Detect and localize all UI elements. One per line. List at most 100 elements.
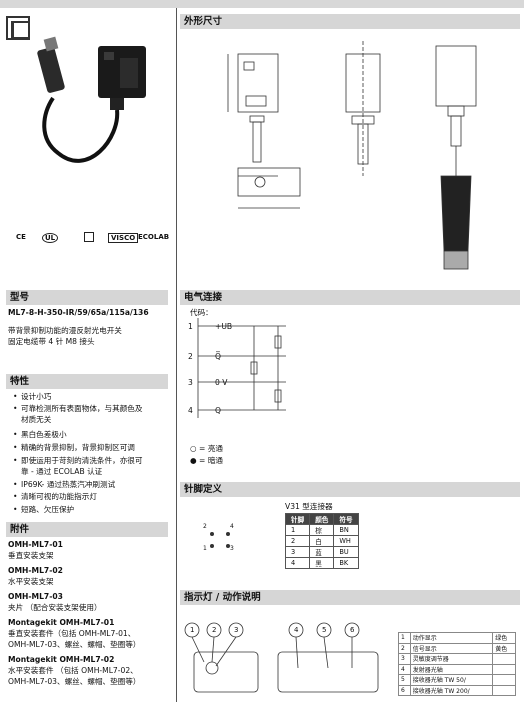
table-cell: 绿色	[492, 632, 516, 644]
table-cell: WH	[333, 535, 359, 547]
feature-item-cont: 靠 - 通过 ECOLAB 认证	[21, 467, 103, 476]
table-cell: 白	[309, 535, 335, 547]
connector-title: V31 型连接器	[285, 502, 333, 511]
feature-item: 即使运用于苛刻的清洗条件，亦很可	[13, 456, 142, 467]
table-cell: 3	[398, 653, 411, 665]
column-header: 符号	[333, 513, 359, 525]
top-bar	[0, 0, 524, 8]
features-section-header: 特性	[6, 374, 168, 389]
table-cell	[492, 653, 516, 665]
table-cell: 2	[284, 535, 311, 547]
accessory-code: Montagekit OMH-ML7-01	[8, 618, 115, 627]
accessories-section-header: 附件	[6, 522, 168, 537]
table-cell: 灵敏度调节器	[409, 653, 494, 665]
accessory-desc: 夹片 （配合安装支架使用）	[8, 603, 102, 612]
pin-number: 1	[188, 322, 193, 331]
led-diagram	[184, 622, 379, 693]
ecolab-mark: ECOLAB	[138, 233, 170, 241]
led-number: 5	[322, 626, 327, 634]
accessory-desc: OMH-ML7-03、螺丝、螺帽、垫圈等）	[8, 677, 141, 686]
feature-item: 清晰可视的功能指示灯	[13, 492, 97, 503]
signal-label: Q̅	[215, 352, 221, 361]
model-desc-2: 固定电缆带 4 针 M8 接头	[8, 337, 95, 346]
accessory-code: OMH-ML7-03	[8, 592, 63, 601]
column-header: 针脚	[284, 513, 311, 525]
led-number: 1	[190, 626, 195, 634]
electrical-code-label: 代码：	[190, 308, 213, 317]
model-code: ML7-8-H-350-IR/59/65a/115a/136	[8, 308, 149, 317]
visco-mark: VISCO	[108, 233, 139, 243]
feature-item: 黑白色差极小	[13, 430, 66, 441]
led-number: 2	[212, 626, 217, 634]
led-number: 3	[234, 626, 239, 634]
legend-light-on: ○ = 亮通	[190, 444, 224, 453]
connector-diagram	[210, 532, 230, 548]
led-number: 4	[294, 626, 299, 634]
electrical-section-header: 电气连接	[180, 290, 520, 305]
feature-item-cont: 材质无关	[21, 415, 52, 424]
feature-item: 可靠检测所有表面物体，与其颜色及	[13, 404, 142, 415]
table-cell: 接收器光轴 TW 200/	[409, 684, 494, 696]
table-cell: 接收器光轴 TW 50/	[409, 674, 494, 686]
pinout-section-header: 针脚定义	[180, 482, 520, 497]
table-cell: BN	[333, 524, 359, 536]
table-cell: BU	[333, 546, 359, 558]
led-number: 6	[350, 626, 355, 634]
table-header-row: 针脚 颜色 符号	[284, 513, 359, 525]
accessory-desc: 垂直安装套件（包括 OMH-ML7-01、	[8, 629, 136, 638]
table-cell: 1	[284, 524, 311, 536]
accessory-desc: 水平安装套件 （包括 OMH-ML7-02、	[8, 666, 138, 675]
table-cell	[492, 663, 516, 675]
accessory-desc: 水平安装支架	[8, 577, 54, 586]
signal-label: 0 V	[215, 378, 228, 387]
legend-dark-on: ● = 暗通	[190, 456, 224, 465]
table-cell: 4	[284, 557, 311, 569]
ce-mark: CE	[16, 233, 26, 241]
signal-label: Q	[215, 406, 221, 415]
table-cell: 黑	[309, 557, 335, 569]
ul-mark: UL	[42, 233, 59, 243]
table-cell: 棕	[309, 524, 335, 536]
led-section-header: 指示灯 / 动作说明	[180, 590, 520, 605]
table-cell: 3	[284, 546, 311, 558]
connector-pin-label: 1	[203, 545, 207, 552]
model-section-header: 型号	[6, 290, 168, 305]
accessory-desc: OMH-ML7-03、螺丝、螺帽、垫圈等）	[8, 640, 141, 649]
table-cell: BK	[333, 557, 359, 569]
feature-item: 短路、欠压保护	[13, 505, 74, 516]
table-cell: 蓝	[309, 546, 335, 558]
square-mark-icon	[84, 232, 94, 242]
table-cell: 1	[398, 632, 411, 644]
brand-logo	[6, 16, 30, 40]
table-cell: 动作显示	[409, 632, 494, 644]
column-header: 颜色	[309, 513, 335, 525]
dimension-drawing	[227, 41, 477, 270]
table-cell	[492, 684, 516, 696]
feature-item: 设计小巧	[13, 392, 51, 403]
wiring-diagram	[197, 318, 286, 418]
table-cell: 2	[398, 642, 411, 654]
dimensions-section-header: 外形尺寸	[180, 14, 520, 29]
model-desc-1: 带背景抑制功能的漫反射光电开关	[8, 326, 122, 335]
accessory-desc: 垂直安装支架	[8, 551, 54, 560]
table-cell: 4	[398, 663, 411, 675]
table-cell: 发射器光轴	[409, 663, 494, 675]
table-cell: 黄色	[492, 642, 516, 654]
table-cell: 5	[398, 674, 411, 686]
pin-number: 2	[188, 352, 193, 361]
accessory-code: OMH-ML7-02	[8, 566, 63, 575]
accessory-code: OMH-ML7-01	[8, 540, 63, 549]
connector-pin-label: 4	[230, 523, 234, 530]
connector-pin-label: 2	[203, 523, 207, 530]
product-photo	[37, 36, 146, 163]
feature-item: IP69K- 通过热蒸汽冲刷测试	[13, 480, 115, 491]
feature-item: 精确的背景抑制，背景抑制区可调	[13, 443, 135, 454]
